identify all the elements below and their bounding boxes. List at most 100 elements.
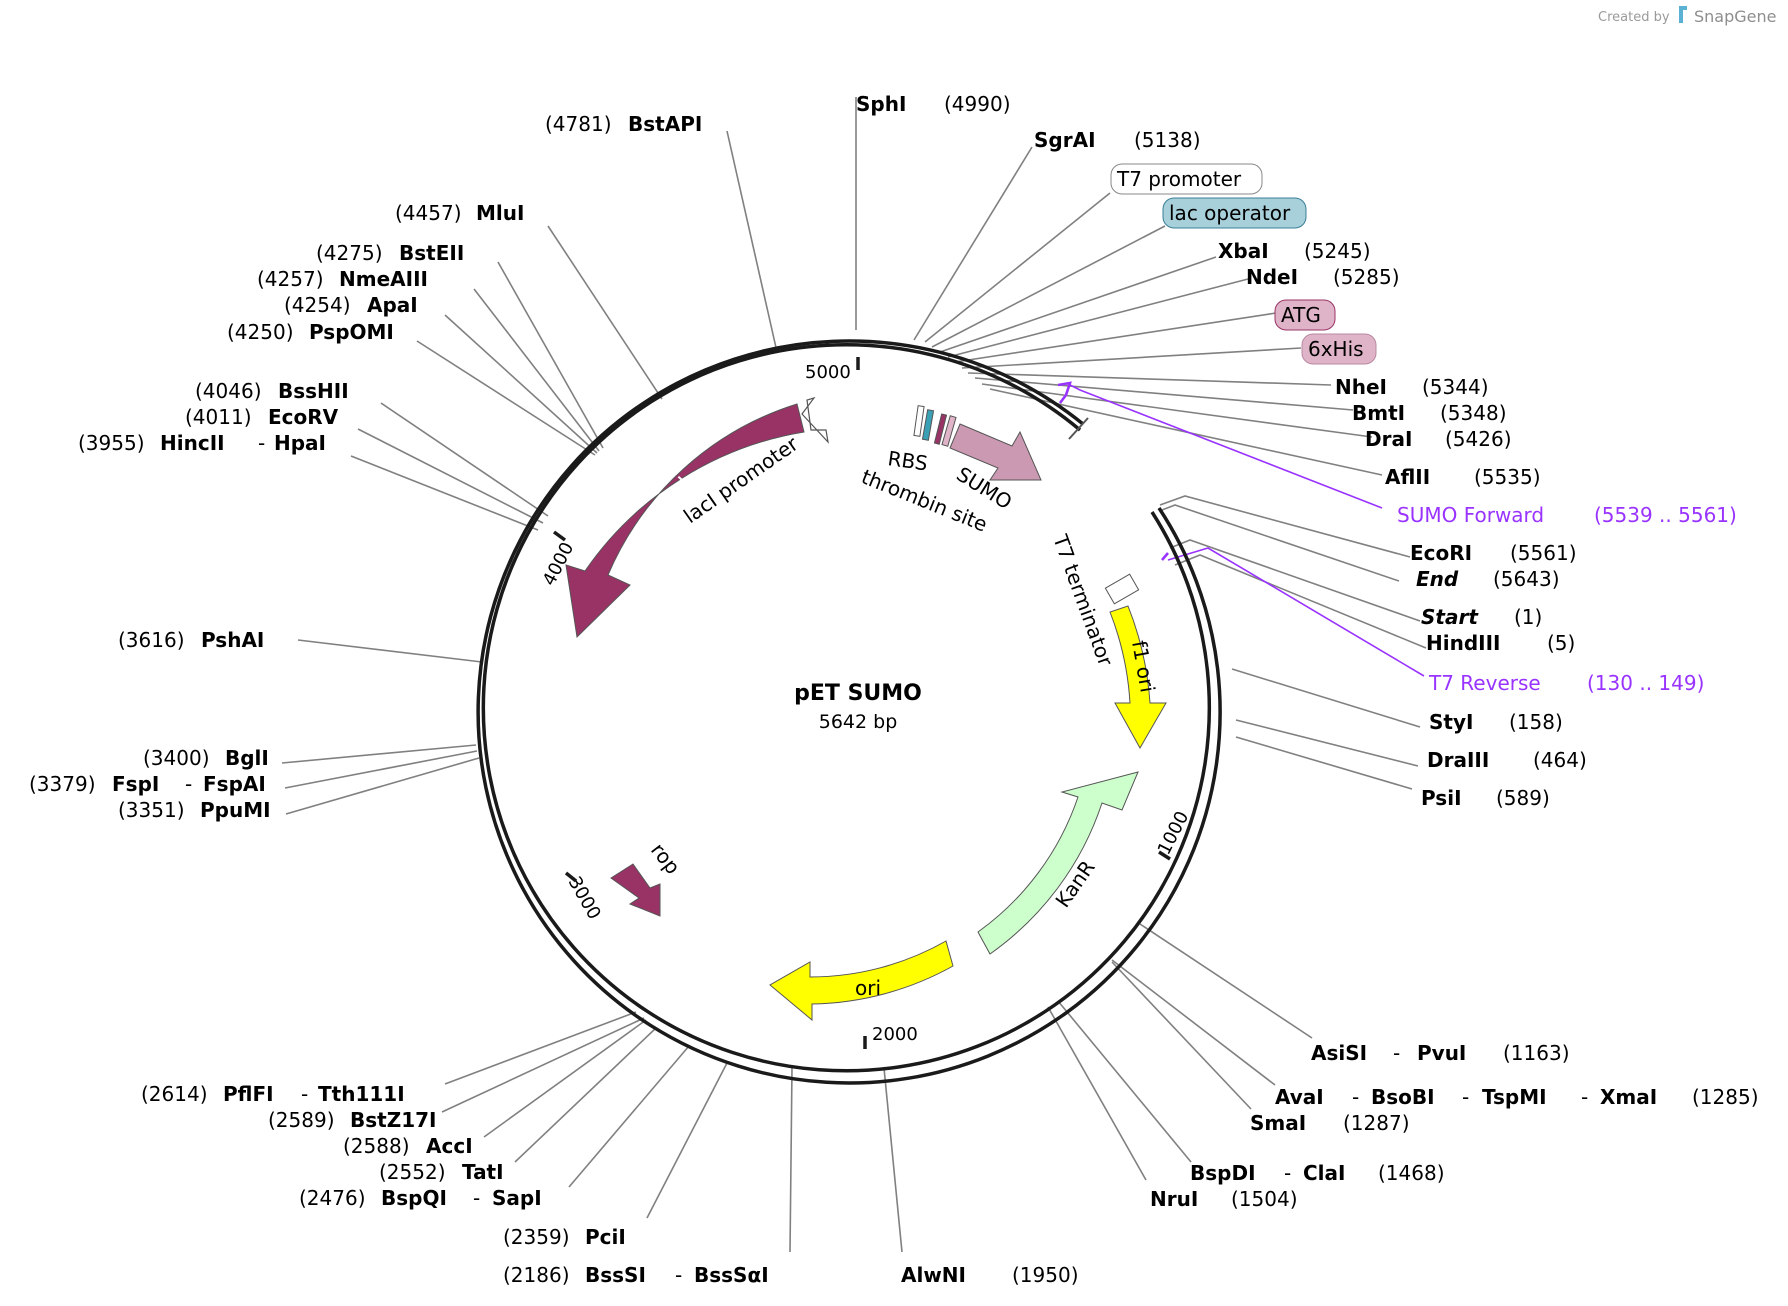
site-sphi: SphI bbox=[856, 92, 906, 116]
site-fspi: FspI bbox=[112, 772, 159, 796]
lac-operator-box: lac operator bbox=[1169, 201, 1291, 225]
site-pcii-pos: (2359) bbox=[503, 1225, 570, 1249]
site-drai: DraI bbox=[1365, 427, 1412, 451]
site-bsssai: BssSαI bbox=[694, 1263, 769, 1287]
site-bmti-pos: (5348) bbox=[1440, 401, 1507, 425]
site-styi-pos: (158) bbox=[1509, 710, 1563, 734]
tick-marks bbox=[552, 357, 1171, 1049]
site-separator: - bbox=[1352, 1085, 1359, 1109]
site-avai: AvaI bbox=[1275, 1085, 1324, 1109]
site-pcii: PciI bbox=[585, 1225, 626, 1249]
site-separator: - bbox=[1462, 1085, 1469, 1109]
site-hincii: HincII bbox=[160, 431, 225, 455]
primer-sumo-forward-range: (5539 .. 5561) bbox=[1594, 503, 1737, 527]
site-separator: - bbox=[1581, 1085, 1588, 1109]
t7-promoter-mark bbox=[913, 405, 925, 437]
site-bspqi: BspQI bbox=[381, 1186, 447, 1210]
site-aflii: AflII bbox=[1385, 465, 1430, 489]
rop-arrow bbox=[610, 863, 661, 917]
site-ndei: NdeI bbox=[1246, 265, 1298, 289]
f1ori-arrow bbox=[1109, 605, 1167, 750]
site-acci: AccI bbox=[426, 1134, 473, 1158]
site-pspomi: PspOMI bbox=[309, 320, 394, 344]
plasmid-size: 5642 bp bbox=[819, 711, 898, 733]
site-bspdi: BspDI bbox=[1190, 1161, 1256, 1185]
tick-3000: 3000 bbox=[564, 873, 605, 923]
site-avai-pos: (1285) bbox=[1692, 1085, 1759, 1109]
site-sgrai: SgrAI bbox=[1034, 128, 1096, 152]
atg-mark bbox=[933, 413, 948, 445]
site-ppumi-pos: (3351) bbox=[118, 798, 185, 822]
site-pspomi-pos: (4250) bbox=[227, 320, 294, 344]
site-sgrai-pos: (5138) bbox=[1134, 128, 1201, 152]
his-mark bbox=[941, 415, 957, 447]
site-fspai: FspAI bbox=[203, 772, 266, 796]
site-hpai: HpaI bbox=[274, 431, 326, 455]
t7-terminator-mark bbox=[1104, 573, 1140, 605]
site-bstapi: BstAPI bbox=[628, 112, 702, 136]
site-start-pos: (1) bbox=[1514, 605, 1542, 629]
site-tspmi: TspMI bbox=[1482, 1085, 1547, 1109]
site-sphi-pos: (4990) bbox=[944, 92, 1011, 116]
site-separator: - bbox=[675, 1263, 682, 1287]
site-bsobi: BsoBI bbox=[1371, 1085, 1435, 1109]
features: lacI lacI promoter RBS SUMO thrombin sit… bbox=[565, 396, 1167, 1022]
site-acci-pos: (2588) bbox=[343, 1134, 410, 1158]
site-bsteii-pos: (4275) bbox=[316, 241, 383, 265]
site-fspi-pos: (3379) bbox=[29, 772, 96, 796]
primer-labels: SUMO Forward (5539 .. 5561) T7 Reverse (… bbox=[1397, 503, 1737, 695]
site-nrui: NruI bbox=[1150, 1187, 1198, 1211]
site-apai: ApaI bbox=[367, 293, 418, 317]
snapgene-logo-icon bbox=[1679, 6, 1687, 23]
site-hindiii-pos: (5) bbox=[1547, 631, 1575, 655]
site-alwni-pos: (1950) bbox=[1012, 1263, 1079, 1287]
brand-app: SnapGene bbox=[1694, 7, 1776, 26]
site-end-pos: (5643) bbox=[1493, 567, 1560, 591]
site-apai-pos: (4254) bbox=[284, 293, 351, 317]
site-tati: TatI bbox=[462, 1160, 504, 1184]
site-end: End bbox=[1416, 567, 1459, 591]
tick-5000: 5000 bbox=[805, 362, 851, 383]
site-smai-pos: (1287) bbox=[1343, 1111, 1410, 1135]
site-aflii-pos: (5535) bbox=[1474, 465, 1541, 489]
site-bsshii-pos: (4046) bbox=[195, 379, 262, 403]
primer-t7-reverse-range: (130 .. 149) bbox=[1587, 671, 1704, 695]
site-bsssi-pos: (2186) bbox=[503, 1263, 570, 1287]
site-draiii-pos: (464) bbox=[1533, 748, 1587, 772]
site-bstz17i: BstZ17I bbox=[350, 1108, 436, 1132]
lac-operator-mark bbox=[921, 409, 935, 441]
site-separator: - bbox=[258, 431, 265, 455]
brand-created-by: Created by bbox=[1598, 10, 1670, 25]
site-separator: - bbox=[473, 1186, 480, 1210]
site-psii-pos: (589) bbox=[1496, 786, 1550, 810]
site-tati-pos: (2552) bbox=[379, 1160, 446, 1184]
site-ndei-pos: (5285) bbox=[1333, 265, 1400, 289]
site-nrui-pos: (1504) bbox=[1231, 1187, 1298, 1211]
feature-ori-label: ori bbox=[855, 976, 881, 1000]
site-sapi: SapI bbox=[492, 1186, 542, 1210]
site-pvui: PvuI bbox=[1417, 1041, 1466, 1065]
kanr-arrow bbox=[977, 771, 1139, 955]
site-bsshii: BssHII bbox=[278, 379, 349, 403]
laci-arrow bbox=[565, 403, 805, 639]
atg-box: ATG bbox=[1281, 303, 1321, 327]
site-bstapi-pos: (4781) bbox=[545, 112, 612, 136]
brand-mark: Created by SnapGene bbox=[1598, 6, 1776, 26]
site-mlui-pos: (4457) bbox=[395, 201, 462, 225]
site-alwni: AlwNI bbox=[901, 1263, 966, 1287]
site-drai-pos: (5426) bbox=[1445, 427, 1512, 451]
site-psii: PsiI bbox=[1421, 786, 1462, 810]
site-bgli: BglI bbox=[225, 746, 269, 770]
ori-arrow bbox=[769, 940, 954, 1022]
site-pshai: PshAI bbox=[201, 628, 264, 652]
site-bspqi-pos: (2476) bbox=[299, 1186, 366, 1210]
site-nmeaiii-pos: (4257) bbox=[257, 267, 324, 291]
site-ecori-pos: (5561) bbox=[1510, 541, 1577, 565]
site-nhei-pos: (5344) bbox=[1422, 375, 1489, 399]
primer-sumo-forward: SUMO Forward bbox=[1397, 503, 1544, 527]
site-pflfi-pos: (2614) bbox=[141, 1082, 208, 1106]
tick-2000: 2000 bbox=[872, 1024, 918, 1045]
site-styi: StyI bbox=[1429, 710, 1473, 734]
site-clai: ClaI bbox=[1303, 1161, 1345, 1185]
